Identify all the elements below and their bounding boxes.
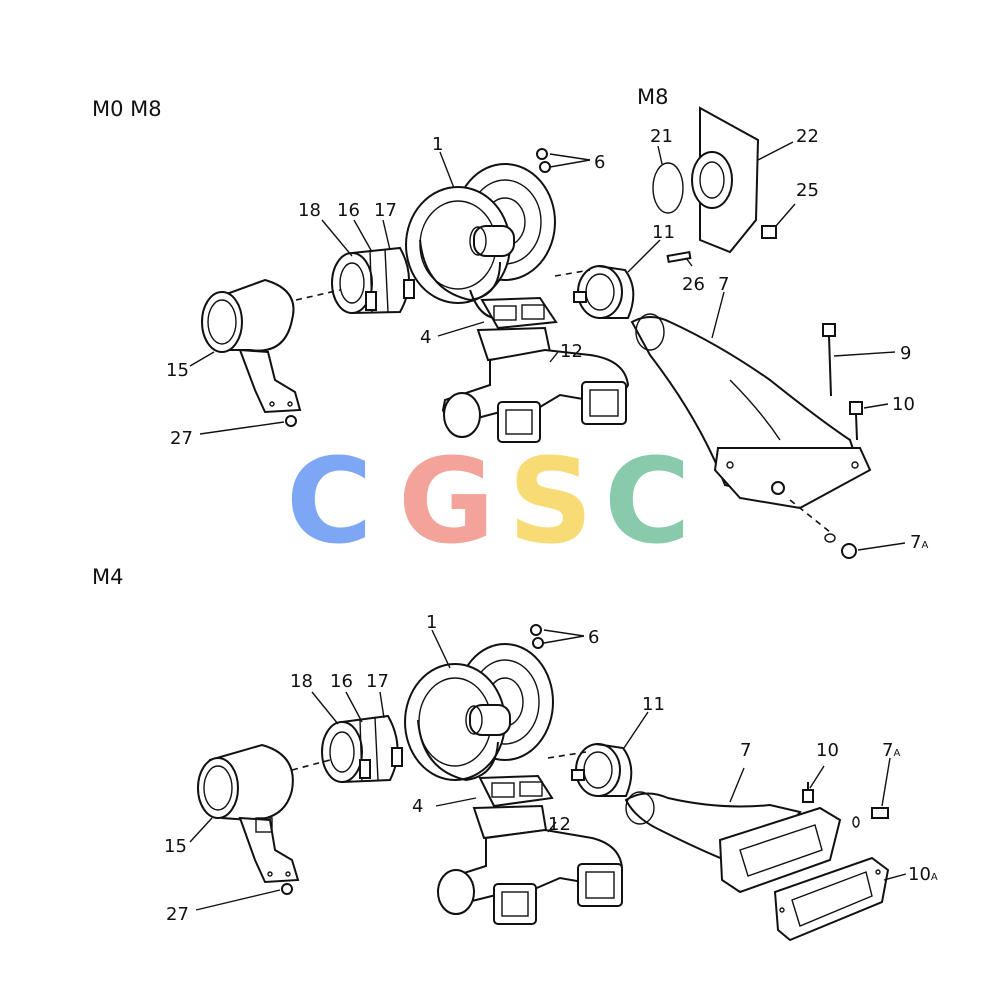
callout-6: 6: [594, 152, 605, 173]
callout-17: 17: [374, 200, 397, 221]
watermark-letter-c1: C: [286, 432, 373, 570]
exhaust-elbow-top: [630, 313, 872, 510]
hose-16-bottom: [321, 714, 403, 783]
manifold-bottom: [436, 774, 624, 925]
manifold-top: [441, 296, 630, 443]
callout-10: 10: [892, 394, 915, 415]
bolt-10-bottom: [802, 782, 814, 803]
callout-7: 7: [740, 740, 751, 761]
turbocharger-top: [405, 163, 556, 320]
callout-7: 7: [718, 274, 729, 295]
callout-21: 21: [650, 126, 673, 147]
clamp-11-top: [573, 265, 635, 319]
callout-9: 9: [900, 343, 911, 364]
callout-17: 17: [366, 671, 389, 692]
bolt-7a-bottom: [852, 807, 889, 828]
gasket-10a-bottom: [773, 856, 890, 942]
callout-22: 22: [796, 126, 819, 147]
watermark-letter-g: G: [398, 432, 495, 570]
hose-16-top: [331, 246, 415, 314]
callout-11: 11: [642, 694, 665, 715]
callouts-top: 1 6 21 22 25 18 16 17 11 26 7 4 12 9 15 …: [166, 126, 928, 553]
section-label-m0-m8: M0 M8: [92, 97, 162, 121]
bolt-6-bottom: [530, 624, 585, 649]
section-label-m4: M4: [92, 565, 123, 589]
section-label-m8: M8: [637, 85, 668, 109]
callout-11: 11: [652, 222, 675, 243]
callout-27: 27: [170, 428, 193, 449]
callout-27: 27: [166, 904, 189, 925]
callout-15: 15: [164, 836, 187, 857]
callout-10a-suffix: A: [931, 872, 938, 883]
callout-12: 12: [560, 341, 583, 362]
callout-4: 4: [420, 327, 431, 348]
nut-27-bottom: [281, 883, 293, 895]
bolt-7a-top: [824, 533, 857, 559]
callout-10: 10: [816, 740, 839, 761]
clamp-11-bottom: [571, 743, 633, 797]
callout-26: 26: [682, 274, 705, 295]
callout-7a-suffix: A: [921, 540, 928, 551]
assembly-line: [789, 499, 831, 533]
exhaust-elbow-bottom: [624, 791, 842, 894]
nut-27-top: [285, 415, 297, 427]
turbocharger-bottom: [404, 643, 554, 782]
callout-16: 16: [330, 671, 353, 692]
watermark-letter-c2: C: [604, 432, 691, 570]
assembly-line: [554, 269, 591, 277]
callout-12: 12: [548, 814, 571, 835]
intake-pipe-bottom: [197, 743, 300, 884]
callouts-bottom: 1 6 18 16 17 11 7 10 7A 4 12 15 10A 27: [164, 612, 938, 925]
cgsc-watermark: C G S C: [286, 432, 691, 570]
callout-16: 16: [337, 200, 360, 221]
bolt-10-top: [849, 401, 863, 441]
callout-7a-number: 7: [882, 740, 893, 761]
flange-22-top: [652, 106, 777, 264]
assembly-line: [295, 289, 341, 301]
intake-pipe-top: [201, 278, 302, 414]
callout-6: 6: [588, 627, 599, 648]
callout-7a: 7A: [882, 740, 900, 761]
callout-25: 25: [796, 180, 819, 201]
callout-1: 1: [426, 612, 437, 633]
callout-10a: 10A: [908, 864, 938, 885]
callout-7a-suffix: A: [893, 748, 900, 759]
callout-1: 1: [432, 134, 443, 155]
callout-7a: 7A: [910, 532, 928, 553]
callout-18: 18: [290, 671, 313, 692]
watermark-letter-s: S: [508, 432, 593, 570]
callout-10a-number: 10: [908, 864, 931, 885]
bolt-6-top: [536, 148, 591, 173]
bolt-9-top: [822, 323, 836, 397]
callout-7a-number: 7: [910, 532, 921, 553]
leader-lines-bottom: [189, 629, 907, 911]
callout-4: 4: [412, 796, 423, 817]
callout-15: 15: [166, 360, 189, 381]
callout-18: 18: [298, 200, 321, 221]
leader-lines-top: [189, 141, 906, 551]
